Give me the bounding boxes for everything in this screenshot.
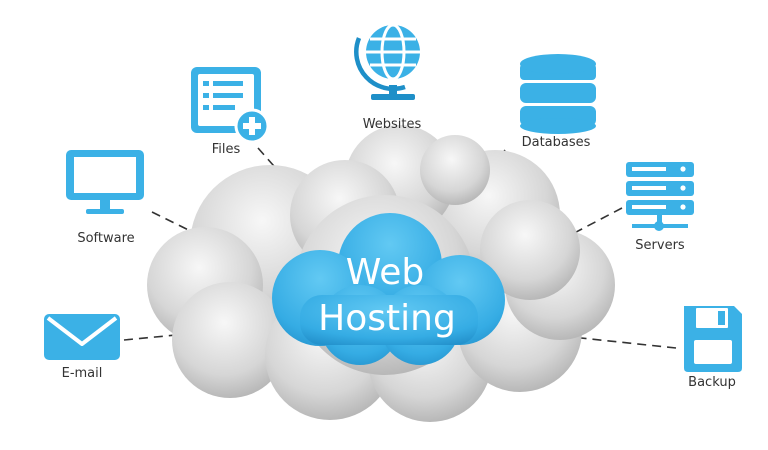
floppy-disk-icon (684, 306, 742, 372)
blue-cloud (272, 213, 505, 365)
monitor-icon (66, 150, 144, 214)
label-backup: Backup (688, 375, 736, 390)
label-email: E-mail (61, 366, 103, 381)
label-files: Files (211, 142, 241, 157)
globe-icon (354, 23, 420, 100)
database-icon (520, 54, 596, 134)
connector-servers (495, 207, 623, 275)
label-websites: Websites (362, 117, 422, 132)
server-rack-icon (626, 162, 694, 231)
label-databases: Databases (521, 135, 591, 150)
label-software: Software (77, 231, 135, 246)
file-add-icon (191, 67, 270, 144)
center-title-line1: Web (345, 252, 425, 293)
label-servers: Servers (635, 238, 685, 253)
center-title-line2: Hosting (318, 298, 456, 339)
envelope-icon (44, 314, 120, 360)
